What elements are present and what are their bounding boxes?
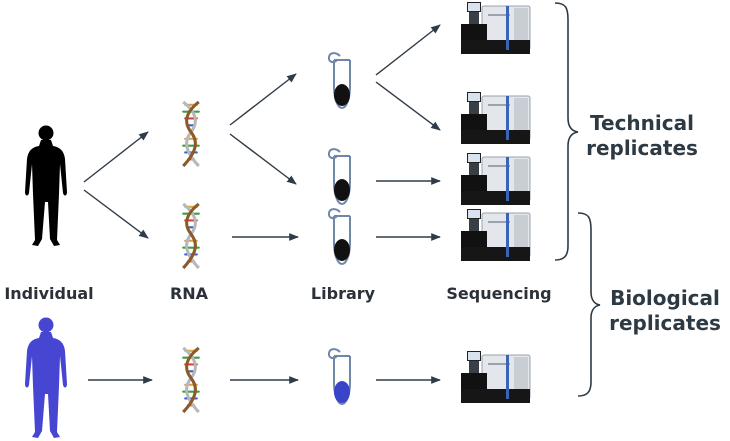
library-1-icon bbox=[327, 52, 351, 109]
library-3-icon bbox=[327, 208, 351, 265]
library-label: Library bbox=[310, 284, 376, 303]
sequencer-4-icon bbox=[460, 209, 531, 262]
library-4-icon bbox=[327, 348, 351, 405]
rna-3-icon bbox=[181, 346, 201, 414]
library-2-icon bbox=[327, 148, 351, 205]
arrow-individual-rna-1 bbox=[83, 131, 149, 183]
sequencer-5-icon bbox=[460, 351, 531, 404]
technical-bracket bbox=[554, 2, 579, 261]
rna-label: RNA bbox=[169, 284, 209, 303]
arrow-rna1-library2 bbox=[229, 133, 297, 185]
individual-2-icon bbox=[25, 317, 67, 438]
individual-label: Individual bbox=[4, 284, 94, 303]
sequencing-label: Sequencing bbox=[446, 284, 552, 303]
technical-replicates-label: Technical replicates bbox=[586, 111, 698, 160]
individual-1-icon bbox=[25, 125, 67, 246]
rna-1-icon bbox=[181, 100, 201, 168]
sequencer-3-icon bbox=[460, 153, 531, 206]
rna-2-icon bbox=[181, 202, 201, 270]
arrow-individual-rna-2 bbox=[83, 189, 149, 239]
sequencer-2-icon bbox=[460, 92, 531, 145]
arrow-rna1-library1 bbox=[229, 73, 297, 126]
sequencer-1-icon bbox=[460, 2, 531, 55]
biological-replicates-label: Biological replicates bbox=[609, 286, 721, 335]
arrow-library1-sequencer2 bbox=[375, 81, 441, 131]
arrow-library1-sequencer1 bbox=[375, 24, 441, 76]
biological-bracket bbox=[577, 212, 601, 397]
